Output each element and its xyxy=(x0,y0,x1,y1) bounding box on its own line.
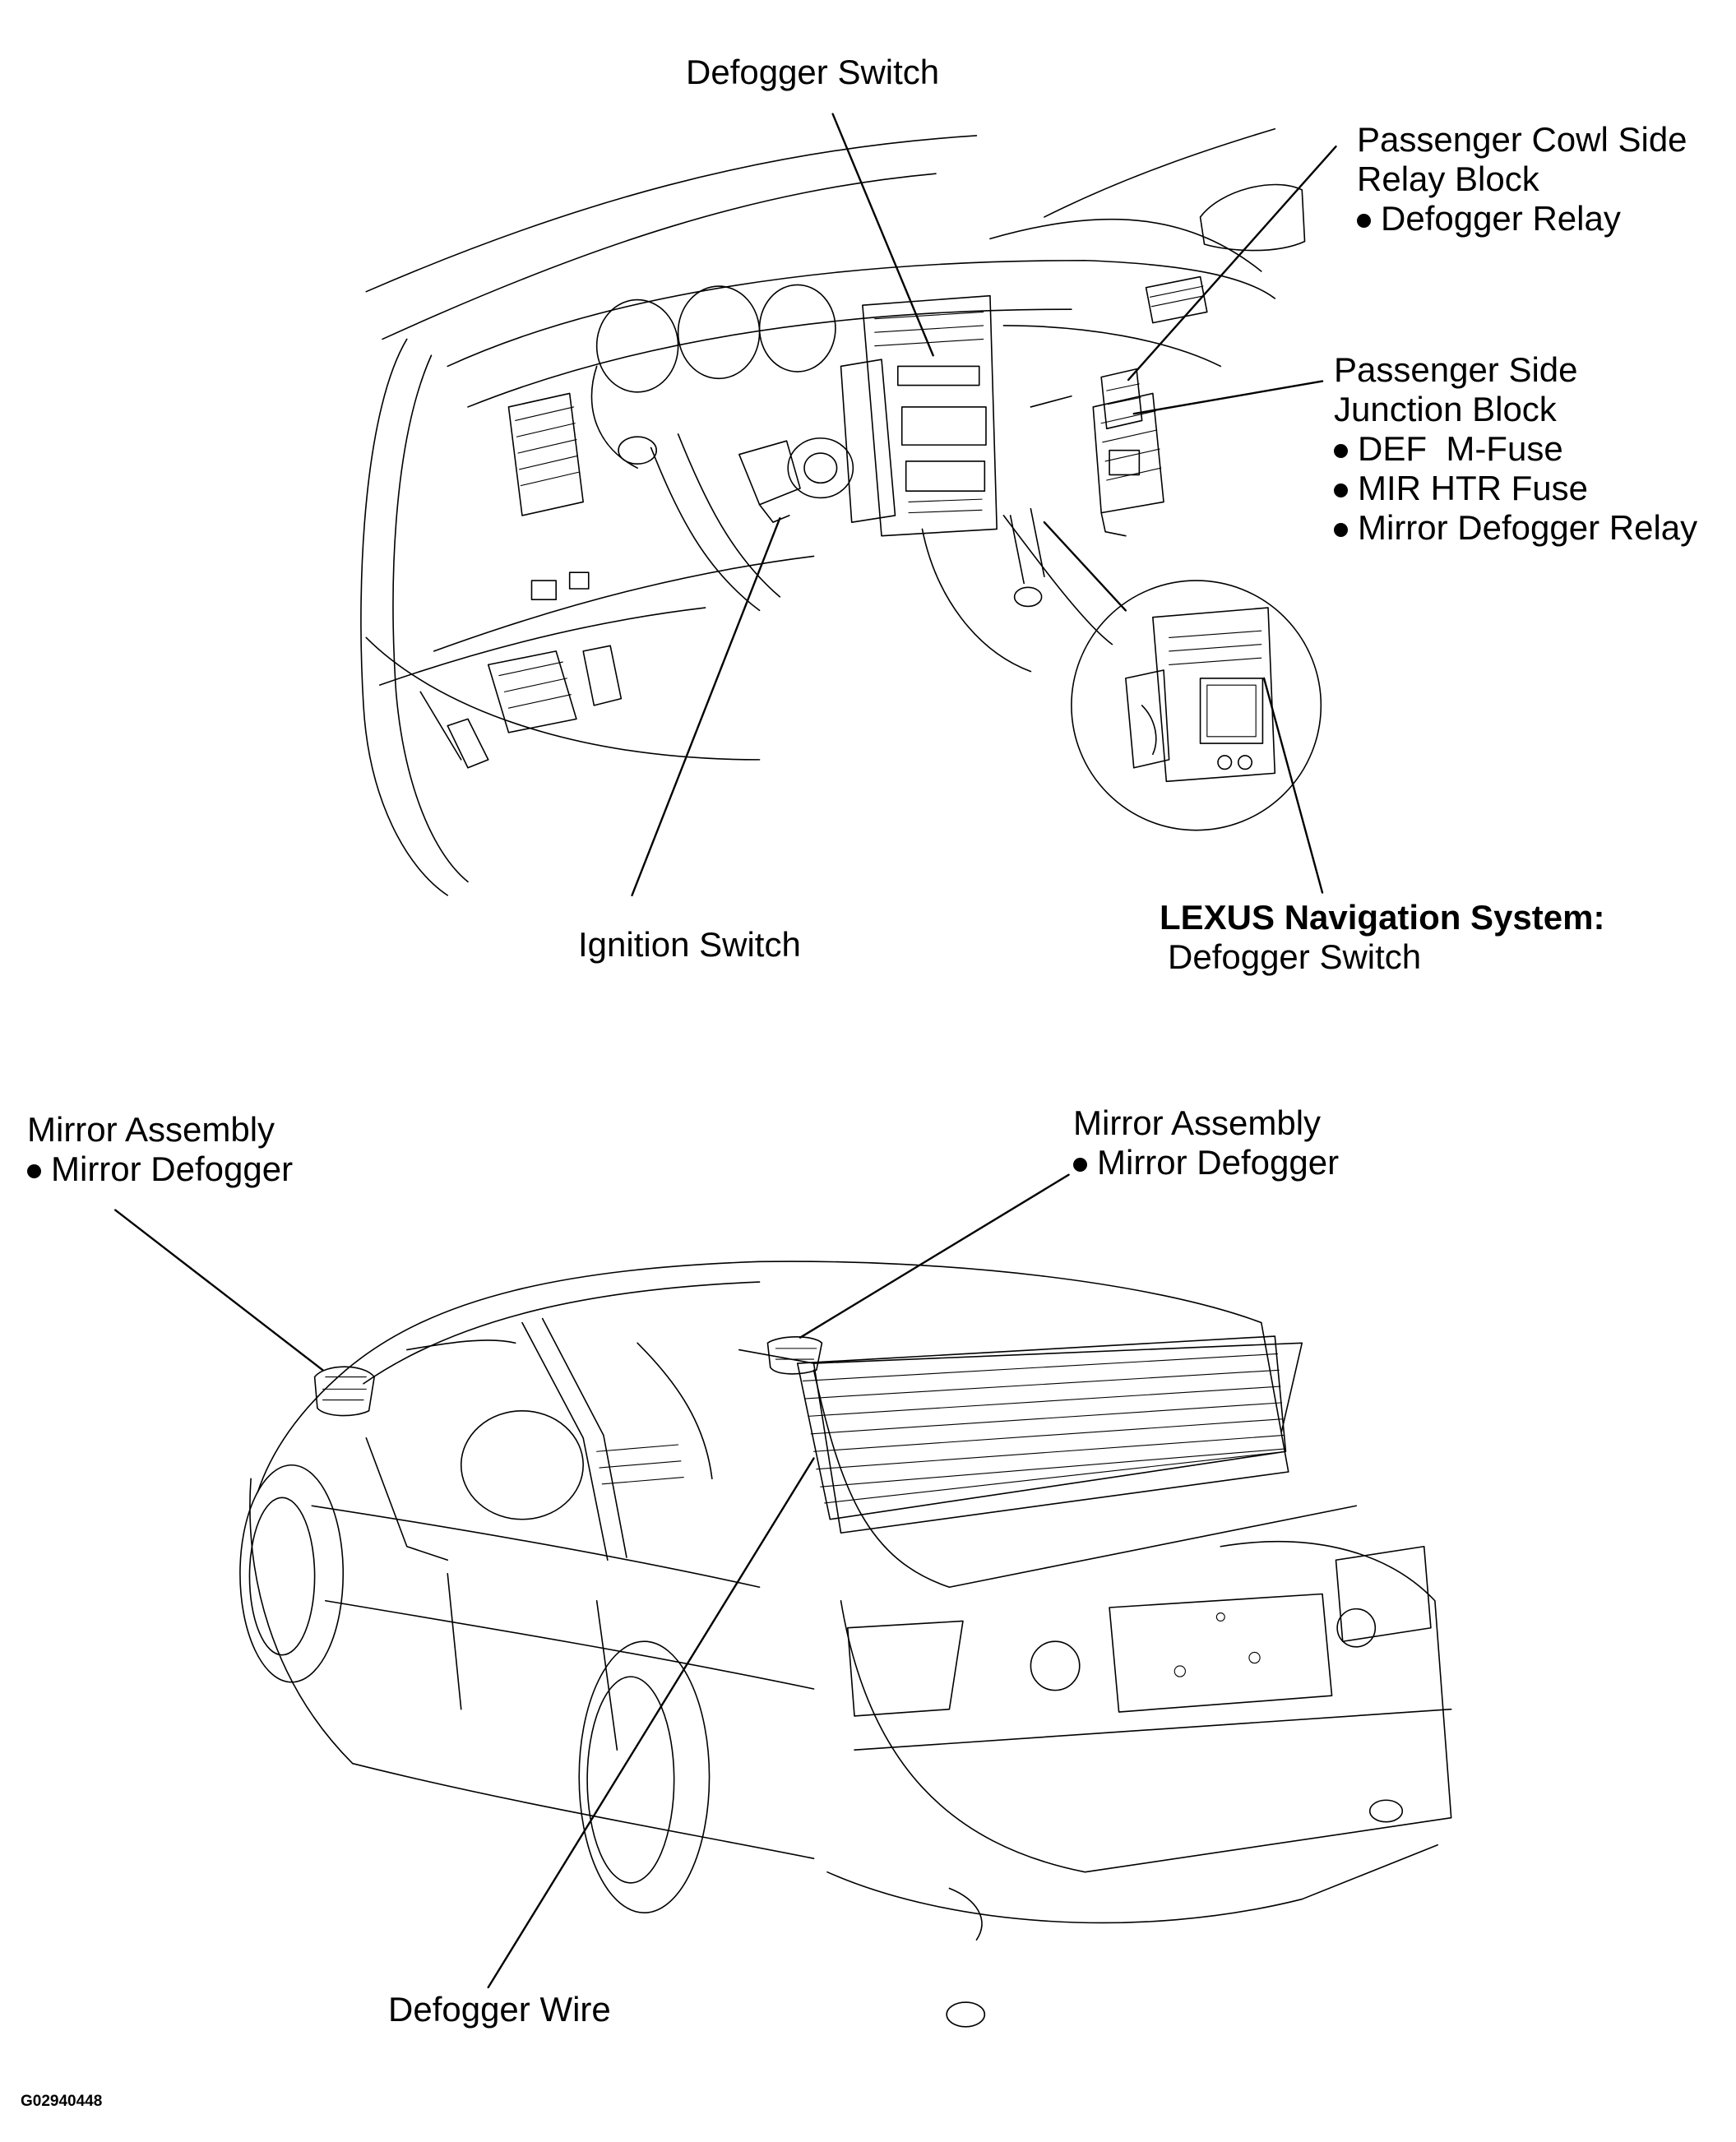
ignition-switch-part xyxy=(739,438,854,522)
mir-htr-fuse-item: MIR HTR Fuse xyxy=(1334,469,1697,508)
rear-window-defogger-grid xyxy=(798,1336,1286,1520)
defogger-switch-label: Defogger Switch xyxy=(686,53,940,91)
defogger-relay-item: Defogger Relay xyxy=(1357,199,1687,238)
leader-lines xyxy=(115,114,1336,1987)
mirror-defogger-relay-item: Mirror Defogger Relay xyxy=(1334,508,1697,548)
defogger-wire-label: Defogger Wire xyxy=(388,1990,611,2029)
junction-block-title-line2: Junction Block xyxy=(1334,390,1557,428)
junction-block-title-line1: Passenger Side xyxy=(1334,350,1578,389)
navigation-inset-drawing xyxy=(1072,581,1321,830)
def-m-fuse-item: DEF M-Fuse xyxy=(1334,429,1697,469)
nav-system-label: LEXUS Navigation System: Defogger Switch xyxy=(1160,898,1604,977)
cowl-block-title-line2: Relay Block xyxy=(1357,160,1539,198)
cowl-relay-block-label: Passenger Cowl Side Relay Block Defogger… xyxy=(1357,120,1687,238)
passenger-side-junction-block-part xyxy=(1093,393,1164,535)
left-mirror-assembly-part xyxy=(315,1367,375,1415)
right-mirror-assembly-part xyxy=(767,1337,822,1374)
cowl-block-title-line1: Passenger Cowl Side xyxy=(1357,120,1687,159)
nav-system-title: LEXUS Navigation System: xyxy=(1160,898,1605,937)
left-mirror-assembly-label: Mirror Assembly Mirror Defogger xyxy=(27,1110,293,1189)
right-mirror-assembly-label: Mirror Assembly Mirror Defogger xyxy=(1073,1103,1339,1182)
right-mirror-title: Mirror Assembly xyxy=(1073,1103,1322,1142)
dashboard-drawing xyxy=(361,129,1305,895)
left-mirror-defogger-item: Mirror Defogger xyxy=(27,1150,293,1189)
nav-defogger-switch-item: Defogger Switch xyxy=(1168,937,1422,976)
right-mirror-defogger-item: Mirror Defogger xyxy=(1073,1143,1339,1182)
cowl-side-relay-block-part xyxy=(1101,369,1141,429)
figure-code-label: G02940448 xyxy=(21,2093,103,2110)
ignition-switch-label: Ignition Switch xyxy=(578,925,801,964)
junction-block-label: Passenger Side Junction Block DEF M-Fuse… xyxy=(1334,350,1697,548)
car-rear-view-drawing xyxy=(240,1261,1451,2027)
left-mirror-title: Mirror Assembly xyxy=(27,1110,275,1149)
